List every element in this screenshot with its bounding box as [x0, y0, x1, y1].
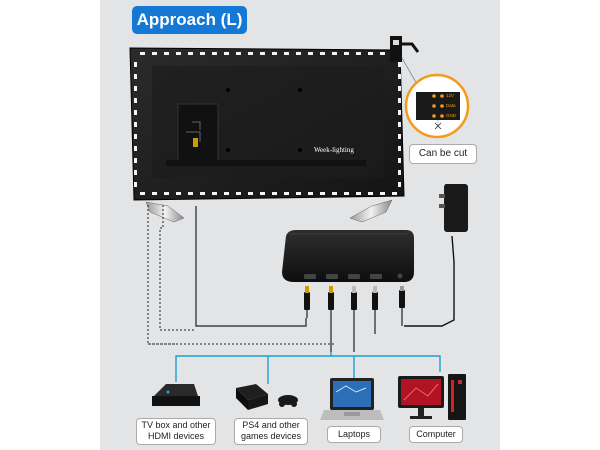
laptop-device	[320, 378, 384, 420]
led-chip	[398, 74, 401, 79]
led-chip	[134, 98, 137, 103]
led-chip	[134, 122, 137, 127]
led-chip	[398, 122, 401, 127]
led-chip	[212, 52, 217, 55]
led-chip	[134, 110, 137, 115]
led-chip	[236, 192, 241, 195]
led-chip	[380, 192, 385, 195]
led-chip	[224, 192, 229, 195]
led-chip	[152, 192, 157, 195]
led-chip	[176, 52, 181, 55]
led-strip	[134, 52, 401, 195]
ps4-label: PS4 and other games devices	[234, 418, 308, 445]
led-chip	[248, 52, 253, 55]
power-adapter	[439, 184, 468, 232]
label-line: games devices	[240, 431, 302, 441]
can-be-cut-label: Can be cut	[409, 144, 477, 164]
tv-back-panel	[129, 47, 405, 201]
device-wires	[175, 352, 441, 384]
led-chip	[332, 52, 337, 55]
led-chip	[134, 146, 137, 151]
led-chip	[284, 192, 289, 195]
wires	[147, 184, 455, 345]
led-chip	[134, 182, 137, 187]
led-chip	[398, 182, 401, 187]
pad-label: GND	[419, 113, 429, 118]
label-line: HDMI devices	[147, 431, 204, 441]
tv-stand	[145, 199, 393, 223]
led-chip	[164, 192, 169, 195]
led-chip	[134, 62, 137, 67]
led-chip	[356, 192, 361, 195]
tv-box-device	[152, 384, 200, 406]
tv-screen-text: Week-lighting	[314, 146, 354, 154]
pad-label: Data	[446, 103, 456, 108]
led-chip	[308, 192, 313, 195]
led-chip	[176, 192, 181, 195]
led-chip	[188, 52, 193, 55]
led-chip	[260, 192, 265, 195]
led-chip	[344, 52, 349, 55]
led-chip	[200, 192, 205, 195]
led-chip	[236, 52, 241, 55]
led-chip	[356, 52, 361, 55]
led-chip	[224, 52, 229, 55]
led-chip	[284, 52, 289, 55]
led-chip	[272, 192, 277, 195]
led-chip	[296, 192, 301, 195]
led-chip	[134, 134, 137, 139]
led-chip	[296, 52, 301, 55]
led-chip	[134, 158, 137, 163]
led-chip	[392, 192, 397, 195]
led-chip	[134, 86, 137, 91]
led-chip	[272, 52, 277, 55]
led-chip	[380, 52, 385, 55]
ps4-device	[236, 384, 298, 410]
pad-label: 12V	[419, 93, 428, 98]
label-line: PS4 and other	[242, 420, 300, 430]
led-chip	[308, 52, 313, 55]
led-chip	[320, 52, 325, 55]
label-line: TV box and other	[141, 420, 211, 430]
led-chip	[398, 158, 401, 163]
led-chip	[368, 52, 373, 55]
led-chip	[200, 52, 205, 55]
tv-box-label: TV box and other HDMI devices	[136, 418, 216, 445]
led-chip	[140, 52, 145, 55]
cable-plugs	[304, 286, 405, 352]
pad-label: Data	[419, 103, 429, 108]
pad-label: 12V	[446, 93, 455, 98]
led-chip	[344, 192, 349, 195]
led-chip	[398, 86, 401, 91]
computer-device	[398, 374, 466, 420]
led-chip	[248, 192, 253, 195]
led-chip	[320, 192, 325, 195]
led-chip	[398, 110, 401, 115]
led-chip	[212, 192, 217, 195]
led-chip	[398, 134, 401, 139]
laptops-label: Laptops	[327, 426, 381, 443]
computer-label: Computer	[409, 426, 463, 443]
title-badge: Approach (L)	[132, 6, 247, 34]
led-chip	[398, 170, 401, 175]
led-chip	[188, 192, 193, 195]
strip-end	[390, 36, 420, 62]
led-chip	[398, 62, 401, 67]
led-chip	[152, 52, 157, 55]
led-chip	[134, 170, 137, 175]
led-chip	[140, 192, 145, 195]
control-box	[282, 230, 414, 282]
cut-zoom-callout	[401, 57, 470, 139]
pad-label: GND	[446, 113, 456, 118]
led-chip	[398, 146, 401, 151]
led-chip	[398, 98, 401, 103]
led-chip	[368, 192, 373, 195]
led-chip	[134, 74, 137, 79]
led-chip	[164, 52, 169, 55]
led-chip	[260, 52, 265, 55]
led-chip	[332, 192, 337, 195]
